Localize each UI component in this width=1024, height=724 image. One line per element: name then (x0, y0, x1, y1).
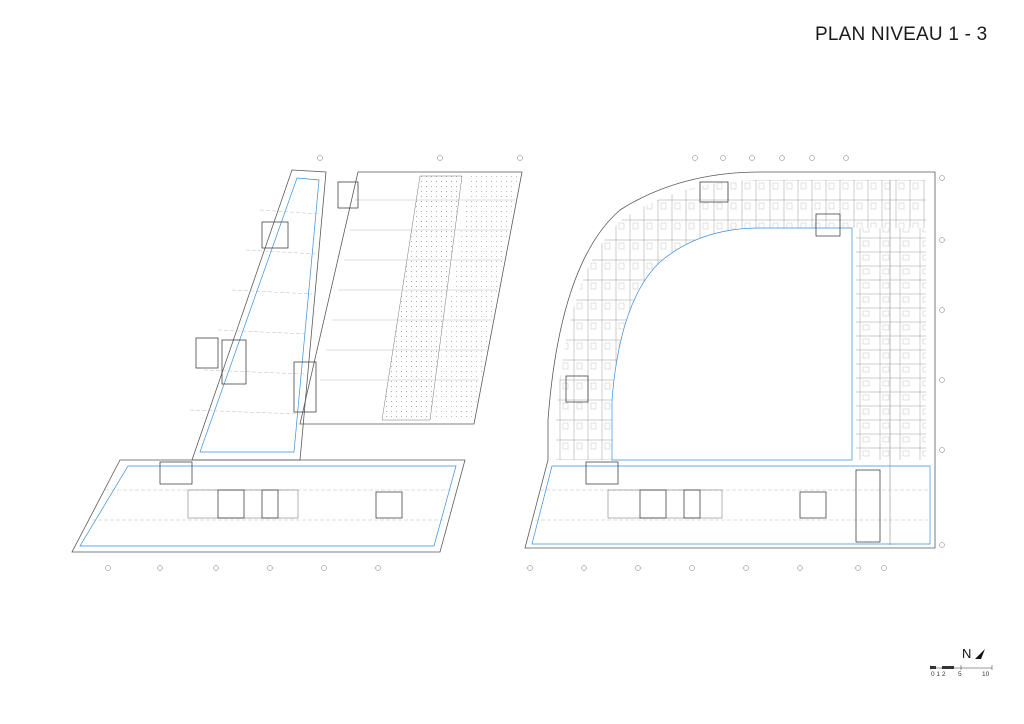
scale-label-10: 10 (982, 671, 990, 678)
building-1-wing (189, 169, 327, 461)
building-2-bar (71, 459, 466, 553)
north-indicator: N (962, 646, 986, 661)
north-arrow-icon (975, 648, 986, 659)
scale-label-0: 0 1 2 (931, 671, 946, 678)
scale-label-5: 5 (958, 671, 962, 678)
parking-block (293, 171, 523, 425)
sheet-title: PLAN NIVEAU 1 - 3 (815, 24, 988, 45)
grid-axis-markers (105, 155, 945, 571)
buildings-3-5-wing (524, 171, 936, 549)
north-label: N (962, 646, 972, 661)
scale-bar (930, 665, 993, 670)
